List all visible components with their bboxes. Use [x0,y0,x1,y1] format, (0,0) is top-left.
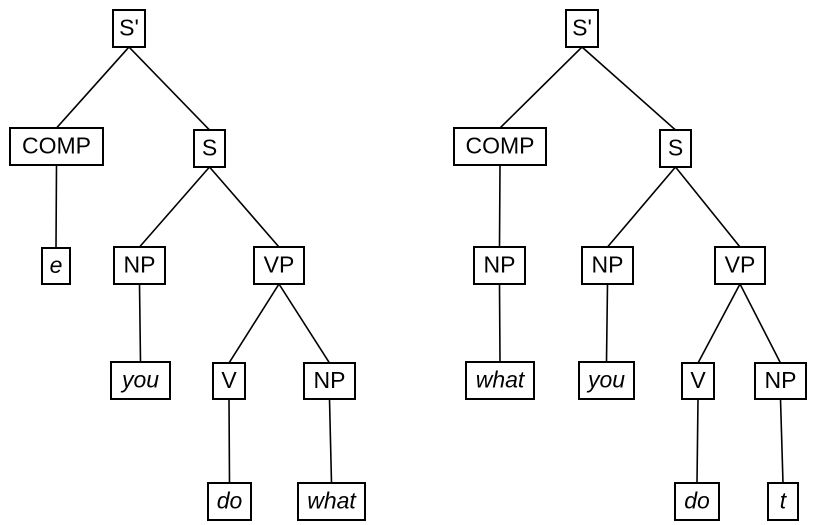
node-box[interactable] [767,482,799,521]
tree-node-what[interactable]: what [465,361,535,400]
node-label: NP [484,252,516,278]
node-box[interactable] [112,9,146,48]
node-box[interactable] [578,361,635,400]
tree-edge [328,398,333,484]
tree-node-v[interactable]: V [212,362,246,400]
node-label: S' [119,15,139,41]
tree-node-np[interactable]: NP [581,246,634,285]
node-label: do [217,488,243,514]
tree-edge [228,398,231,484]
node-box[interactable] [659,129,692,168]
tree-node-s[interactable]: S [659,129,692,168]
node-box[interactable] [113,246,166,285]
node-box[interactable] [303,362,356,400]
node-box[interactable] [565,9,599,48]
tree-node-you[interactable]: you [578,361,635,400]
node-box[interactable] [714,246,766,285]
node-box[interactable] [754,362,807,400]
node-label: NP [765,367,797,393]
tree-edge [580,45,677,132]
tree-node-comp[interactable]: COMP [9,127,104,166]
tree-node-s[interactable]: S' [565,9,599,48]
surface-structure-tree: S' COMP S NP NP VP what you V NP do t [453,9,807,521]
tree-node-np[interactable]: NP [473,246,526,285]
tree-node-what[interactable]: what [297,482,366,521]
tree-node-do[interactable]: do [207,482,252,521]
node-box[interactable] [473,246,526,285]
tree-edge [208,165,281,249]
tree-edge [55,164,58,249]
node-label: do [684,488,710,514]
tree-edge [138,165,211,249]
tree-edge [127,45,211,132]
node-label: you [120,367,159,393]
node-label: NP [592,252,624,278]
tree-node-np[interactable]: NP [754,362,807,400]
node-label: S [202,135,217,161]
node-box[interactable] [453,127,547,166]
node-label: V [690,367,706,393]
node-box[interactable] [207,482,252,521]
tree-edge [55,45,131,130]
tree-edge [227,282,281,365]
tree-edge [674,165,742,249]
edge-layer [55,45,333,484]
tree-edge [605,283,609,363]
node-box[interactable] [41,247,71,285]
node-box[interactable] [253,246,305,285]
tree-node-vp[interactable]: VP [714,246,766,285]
node-label: S [668,135,683,161]
tree-edge [498,164,501,248]
tree-node-np[interactable]: NP [303,362,356,400]
tree-edge [138,283,142,363]
node-box[interactable] [193,129,226,168]
tree-node-do[interactable]: do [674,482,720,521]
node-box[interactable] [297,482,366,521]
tree-edge [696,282,742,365]
node-label: NP [314,367,346,393]
tree-edge [498,283,501,363]
node-label: what [307,488,357,514]
tree-node-v[interactable]: V [681,362,715,400]
node-label: you [586,367,625,393]
tree-node-you[interactable]: you [110,361,171,400]
tree-node-e[interactable]: e [41,247,71,285]
tree-node-t[interactable]: t [767,482,799,521]
node-box[interactable] [681,362,715,400]
node-box[interactable] [9,127,104,166]
edge-layer [498,45,784,484]
tree-edge [738,282,782,365]
node-label: t [780,488,788,514]
tree-node-s[interactable]: S [193,129,226,168]
tree-edge [498,45,584,130]
tree-node-comp[interactable]: COMP [453,127,547,166]
node-label: S' [572,15,592,41]
node-label: COMP [466,133,535,159]
node-box[interactable] [465,361,535,400]
node-box[interactable] [110,361,171,400]
node-label: e [50,252,63,278]
node-label: VP [264,252,295,278]
tree-edge [696,398,699,484]
tree-node-np[interactable]: NP [113,246,166,285]
node-label: what [476,367,526,393]
node-box[interactable] [581,246,634,285]
node-label: NP [124,252,156,278]
tree-edge [277,282,331,365]
node-label: COMP [22,133,91,159]
tree-edge [779,398,784,484]
node-label: VP [725,252,756,278]
tree-node-vp[interactable]: VP [253,246,305,285]
node-box[interactable] [212,362,246,400]
node-label: V [221,367,237,393]
node-box[interactable] [674,482,720,521]
tree-edge [606,165,677,249]
tree-node-s[interactable]: S' [112,9,146,48]
